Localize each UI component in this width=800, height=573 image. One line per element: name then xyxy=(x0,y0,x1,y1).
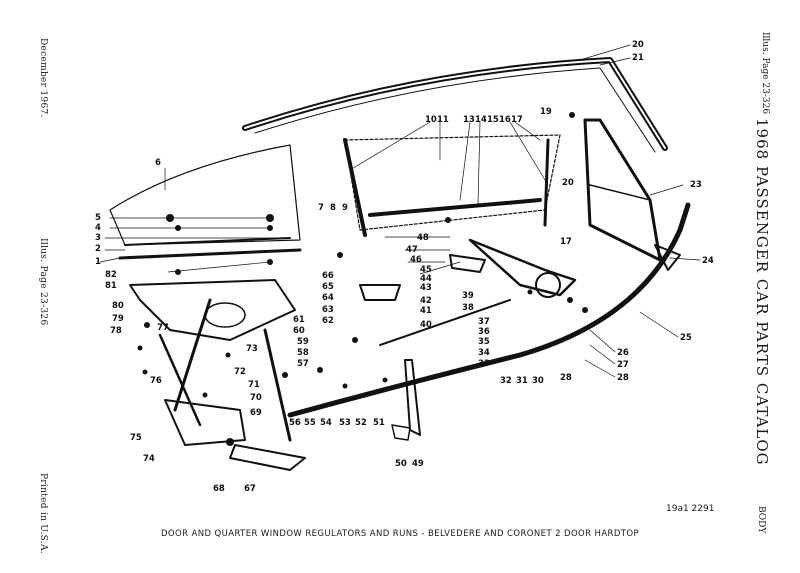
callout-56: 57 xyxy=(297,359,309,369)
callout-7: 7 xyxy=(318,203,324,213)
callout-59: 60 xyxy=(293,326,305,336)
illustration-reference: 19a1 2291 xyxy=(666,504,715,514)
callout-57: 58 xyxy=(297,348,309,358)
callout-75: 76 xyxy=(150,376,162,386)
callout-31: 32 xyxy=(500,376,512,386)
callout-17b: 17 xyxy=(560,237,572,247)
callout-15: 15 xyxy=(487,115,499,125)
callout-11: 11 xyxy=(437,115,449,125)
callout-29: 30 xyxy=(532,376,544,386)
callout-36: 37 xyxy=(478,317,490,327)
callout-67: 68 xyxy=(213,484,225,494)
callout-10: 10 xyxy=(425,115,437,125)
callout-16: 16 xyxy=(499,115,511,125)
callout-42: 43 xyxy=(420,283,432,293)
callout-6: 6 xyxy=(155,158,161,168)
callout-55: 56 xyxy=(289,418,301,428)
callout-26: 27 xyxy=(617,360,629,370)
callout-60: 61 xyxy=(293,315,305,325)
callout-14: 14 xyxy=(475,115,487,125)
callout-77: 78 xyxy=(110,326,122,336)
callout-80: 81 xyxy=(105,281,117,291)
callout-25: 26 xyxy=(617,348,629,358)
callout-24: 25 xyxy=(680,333,692,343)
callout-40: 41 xyxy=(420,306,432,316)
callout-65: 66 xyxy=(322,271,334,281)
callout-79: 80 xyxy=(112,301,124,311)
callout-35: 36 xyxy=(478,327,490,337)
callout-58: 59 xyxy=(297,337,309,347)
callout-64: 65 xyxy=(322,282,334,292)
callout-73: 74 xyxy=(143,454,155,464)
callout-18: 19 xyxy=(540,107,552,117)
callout-52: 53 xyxy=(339,418,351,428)
callout-9: 9 xyxy=(342,203,348,213)
callout-46: 47 xyxy=(406,245,418,255)
callout-37: 38 xyxy=(462,303,474,313)
callout-61: 62 xyxy=(322,316,334,326)
figure-caption: DOOR AND QUARTER WINDOW REGULATORS AND R… xyxy=(160,529,640,539)
callout-68: 69 xyxy=(250,408,262,418)
callout-44: 45 xyxy=(420,265,432,275)
callout-62: 63 xyxy=(322,305,334,315)
callout-13: 13 xyxy=(463,115,475,125)
callout-51: 52 xyxy=(355,418,367,428)
callout-38: 39 xyxy=(462,291,474,301)
callout-66: 67 xyxy=(244,484,256,494)
callout-22: 23 xyxy=(690,180,702,190)
callout-76: 77 xyxy=(157,323,169,333)
callout-43: 44 xyxy=(420,274,432,284)
callout-34: 35 xyxy=(478,337,490,347)
callout-50: 51 xyxy=(373,418,385,428)
callout-8: 8 xyxy=(330,203,336,213)
callout-81: 82 xyxy=(105,270,117,280)
callout-3: 3 xyxy=(95,233,101,243)
callout-53: 54 xyxy=(320,418,332,428)
callout-1: 1 xyxy=(95,257,101,267)
callout-41: 42 xyxy=(420,296,432,306)
callout-19: 20 xyxy=(562,178,574,188)
callout-5: 5 xyxy=(95,213,101,223)
callout-32: 33 xyxy=(478,359,490,369)
callout-21: 21 xyxy=(632,53,644,63)
callout-47: 48 xyxy=(417,233,429,243)
callout-39: 40 xyxy=(420,320,432,330)
callout-70: 71 xyxy=(248,380,260,390)
callout-54: 55 xyxy=(304,418,316,428)
callout-71: 72 xyxy=(234,367,246,377)
callout-33: 34 xyxy=(478,348,490,358)
callout-27: 28 xyxy=(617,373,629,383)
callout-72: 73 xyxy=(246,344,258,354)
callout-48: 49 xyxy=(412,459,424,469)
callout-4: 4 xyxy=(95,223,101,233)
callout-78: 79 xyxy=(112,314,124,324)
callout-20: 20 xyxy=(632,40,644,50)
callout-45: 46 xyxy=(410,255,422,265)
callout-17: 17 xyxy=(511,115,523,125)
callout-28: 28 xyxy=(560,373,572,383)
callout-63: 64 xyxy=(322,293,334,303)
callout-69: 70 xyxy=(250,393,262,403)
callout-49: 50 xyxy=(395,459,407,469)
callout-23: 24 xyxy=(702,256,714,266)
callout-2: 2 xyxy=(95,244,101,254)
callout-30: 31 xyxy=(516,376,528,386)
callout-74: 75 xyxy=(130,433,142,443)
